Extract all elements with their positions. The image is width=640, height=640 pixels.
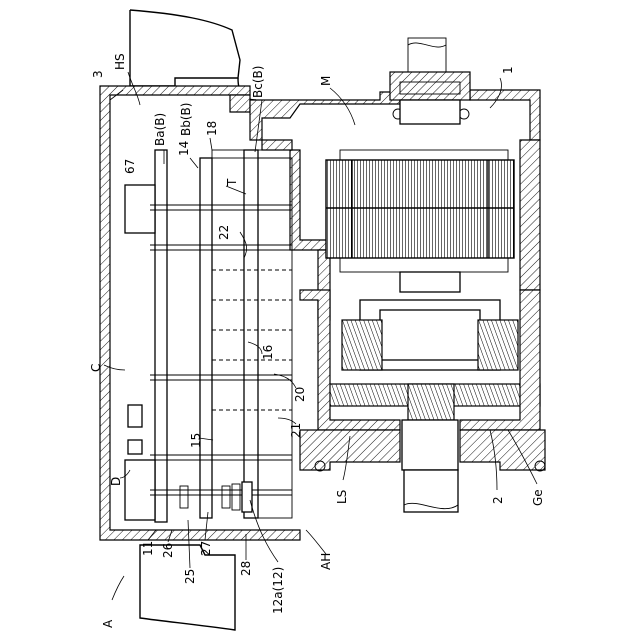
label-67: 67 — [123, 159, 137, 174]
label-27: 27 — [199, 541, 213, 556]
component-67 — [125, 185, 155, 233]
label-M: M — [319, 76, 333, 86]
label-D: D — [109, 477, 123, 486]
label-Bc: Bc(B) — [251, 66, 265, 98]
label-12a: 12a(12) — [271, 567, 285, 614]
label-18: 18 — [205, 121, 219, 136]
label-26: 26 — [161, 543, 175, 558]
label-28: 28 — [239, 561, 253, 576]
label-HS: HS — [113, 53, 127, 70]
label-AH: AH — [319, 553, 333, 570]
label-11: 11 — [141, 541, 155, 556]
label-1: 1 — [501, 66, 515, 74]
label-Bb: Bb(B) — [179, 103, 193, 136]
label-A: A — [101, 619, 115, 628]
label-Ge: Ge — [531, 489, 545, 506]
stator — [326, 150, 514, 272]
board-bb — [200, 158, 212, 518]
label-2: 2 — [491, 496, 505, 504]
label-14: 14 — [177, 141, 191, 156]
label-C: C — [89, 364, 103, 372]
label-3: 3 — [91, 70, 105, 78]
label-16: 16 — [261, 345, 275, 360]
circuit-boards — [125, 150, 292, 522]
label-20: 20 — [293, 387, 307, 402]
label-21: 21 — [289, 423, 303, 438]
label-25: 25 — [183, 569, 197, 584]
vehicle-body-panel-lower — [140, 545, 235, 630]
label-T: T — [225, 178, 239, 187]
label-Ba: Ba(B) — [153, 113, 167, 146]
output-shaft-bottom — [402, 420, 458, 512]
board-ba — [155, 150, 167, 522]
label-LS: LS — [335, 490, 349, 504]
label-15: 15 — [189, 433, 203, 448]
label-22: 22 — [217, 225, 231, 240]
output-shaft-top — [390, 38, 470, 124]
